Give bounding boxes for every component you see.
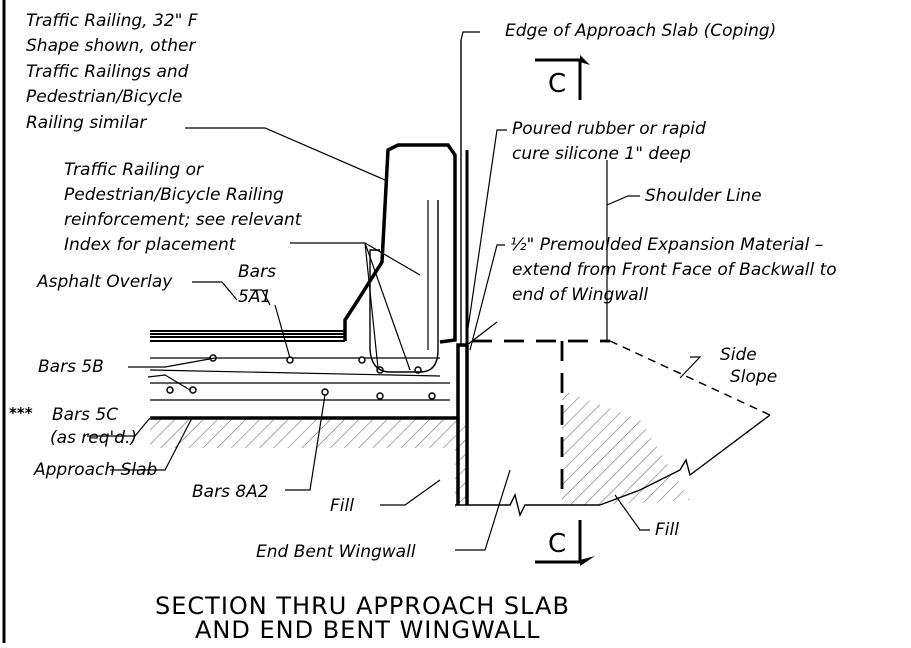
label-edge-of-slab: Edge of Approach Slab (Coping) — [505, 21, 776, 41]
label-reinforcement-4: Index for placement — [64, 235, 237, 255]
side-slope-line — [609, 340, 771, 416]
title-line-2: AND END BENT WINGWALL — [195, 616, 541, 643]
label-traffic-railing-4: Pedestrian/Bicycle — [26, 87, 182, 107]
label-reinforcement-1: Traffic Railing or — [64, 160, 204, 180]
soil-hatch-fill-right — [562, 390, 690, 505]
title-line-1: SECTION THRU APPROACH SLAB — [155, 592, 570, 620]
traffic-railing — [343, 143, 457, 373]
label-traffic-railing-5: Railing similar — [26, 113, 147, 133]
label-expansion-1: ½" Premoulded Expansion Material – — [510, 235, 823, 255]
annotation-labels: Traffic Railing, 32" F Shape shown, othe… — [9, 11, 837, 562]
soil-hatch-under-slab — [150, 420, 455, 448]
section-mark-bottom: C — [535, 520, 595, 566]
label-end-bent-wingwall: End Bent Wingwall — [256, 542, 416, 562]
label-poured-rubber-1: Poured rubber or rapid — [512, 119, 706, 139]
approach-slab — [149, 340, 466, 420]
label-expansion-2: extend from Front Face of Backwall to — [512, 260, 837, 280]
dashed-lines — [472, 339, 610, 500]
label-bars-5a1-2: 5A1 — [238, 287, 271, 307]
label-shoulder-line: Shoulder Line — [645, 186, 762, 206]
label-reinforcement-2: Pedestrian/Bicycle Railing — [64, 185, 284, 205]
section-letter-bottom: C — [548, 529, 566, 559]
end-bent-wingwall — [456, 345, 469, 505]
asphalt-overlay — [150, 330, 345, 338]
label-bars-5a1-1: Bars — [238, 262, 276, 282]
rebar-bars — [166, 354, 436, 400]
label-traffic-railing-3: Traffic Railings and — [26, 62, 189, 82]
label-traffic-railing-2: Shape shown, other — [26, 36, 196, 56]
section-mark-top: C — [535, 55, 590, 100]
label-fill-left: Fill — [330, 496, 354, 516]
label-bars-5b: Bars 5B — [38, 357, 104, 377]
label-traffic-railing-1: Traffic Railing, 32" F — [26, 11, 198, 31]
label-as-reqd: (as req'd.) — [50, 428, 137, 448]
label-expansion-3: end of Wingwall — [512, 285, 648, 305]
label-bars-5c: Bars 5C — [52, 405, 118, 425]
label-bars-8a2: Bars 8A2 — [192, 482, 269, 502]
drawing-title: SECTION THRU APPROACH SLAB AND END BENT … — [155, 592, 570, 644]
label-fill-right: Fill — [655, 520, 679, 540]
label-side-slope-2: Slope — [730, 367, 777, 387]
label-reinforcement-3: reinforcement; see relevant — [64, 210, 303, 230]
label-approach-slab: Approach Slab — [33, 460, 157, 480]
label-side-slope-1: Side — [720, 345, 757, 365]
label-asphalt-overlay: Asphalt Overlay — [36, 272, 173, 292]
label-poured-rubber-2: cure silicone 1" deep — [512, 144, 691, 164]
ground-line — [455, 414, 771, 518]
label-stars: *** — [9, 404, 33, 422]
leader-lines — [87, 31, 702, 551]
section-letter-top: C — [548, 69, 566, 99]
